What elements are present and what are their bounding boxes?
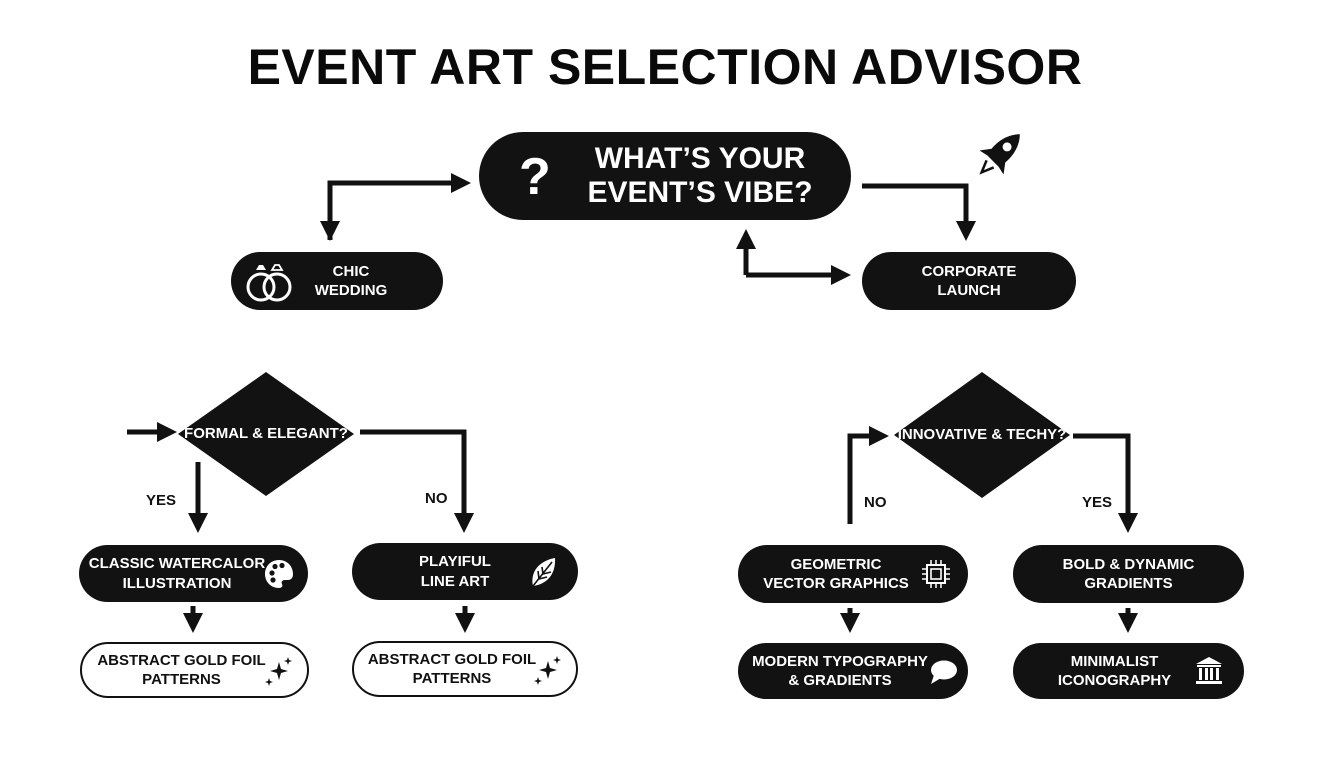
corporate-line1: CORPORATE [921,262,1017,280]
foil-right-line1: ABSTRACT GOLD FOIL [367,650,537,668]
gradients-line2: GRADIENTS [1084,575,1173,592]
lineart-line1: PLAYIFUL [419,553,491,570]
techy-line2: & TECHY? [991,425,1067,443]
foil-right-line2: PATTERNS [412,670,492,687]
techy-line1: INNOVATIVE [897,425,988,443]
result-classic-watercolor[interactable]: CLASSIC WATERCALOR ILLUSTRATION [79,545,308,602]
sparkles-icon [534,655,562,685]
wedding-rings-icon [241,258,295,304]
geometric-line1: GEOMETRIC [790,555,882,573]
result-gold-foil-right[interactable]: ABSTRACT GOLD FOIL PATTERNS [352,641,578,697]
foil-left-line1: ABSTRACT GOLD FOIL [97,651,266,669]
result-minimalist-iconography[interactable]: MINIMALIST ICONOGRAPHY [1013,643,1244,699]
speech-bubble-icon [928,659,958,685]
result-geometric-vector[interactable]: GEOMETRIC VECTOR GRAPHICS [738,545,968,603]
wedding-line1: CHIC [332,262,370,280]
arrow-to-corporate [862,183,976,241]
iconography-line1: MINIMALIST [1070,652,1159,670]
formal-line1: FORMAL & [184,424,263,442]
sparkles-icon [265,656,293,686]
result-bold-dynamic-gradients[interactable]: BOLD & DYNAMIC GRADIENTS [1013,545,1244,603]
building-icon [1194,656,1224,686]
techy-yes-label: YES [1082,494,1113,511]
rocket-icon [979,134,1020,175]
category-chic-wedding[interactable]: CHIC WEDDING [231,252,443,310]
formal-yes-label: YES [146,492,177,509]
corporate-line2: LAUNCH [937,282,1001,299]
lineart-line2: LINE ART [420,572,490,590]
watercolor-line1: CLASSIC WATERCALOR [88,555,266,572]
result-playful-line-art[interactable]: PLAYIFUL LINE ART [352,543,578,600]
techy-no-label: NO [864,494,887,511]
root-question-line2: EVENT’S VIBE? [587,176,813,209]
category-corporate-launch[interactable]: CORPORATE LAUNCH [862,252,1076,310]
typography-line2: & GRADIENTS [788,672,892,689]
formal-no-label: NO [425,490,448,507]
wedding-line2: WEDDING [314,282,388,299]
foil-left-line2: PATTERNS [142,671,221,688]
geometric-line2: VECTOR GRAPHICS [763,575,909,592]
formal-line2: ELEGANT? [267,424,348,442]
palette-icon [262,557,296,591]
page-title: EVENT ART SELECTION ADVISOR [247,39,1083,95]
gradients-line1: BOLD & DYNAMIC [1062,555,1195,573]
arrow-techy-yes [1073,433,1138,533]
arrow-techy-no [847,426,889,524]
arrow-to-root-from-wedding [327,173,471,240]
leaf-icon [528,555,558,589]
typography-line1: MODERN TYPOGRAPHY [752,652,928,670]
result-modern-typography[interactable]: MODERN TYPOGRAPHY & GRADIENTS [738,643,968,699]
watercolor-line2: ILLUSTRATION [122,574,232,592]
question-mark-icon: ? [519,148,551,206]
root-question-line1: WHAT’S YOUR [594,141,806,175]
arrow-formal-no [360,429,474,533]
chip-icon [920,558,952,590]
result-gold-foil-left[interactable]: ABSTRACT GOLD FOIL PATTERNS [80,642,309,698]
iconography-line2: ICONOGRAPHY [1057,672,1172,689]
root-question-node[interactable]: ? WHAT’S YOUR EVENT’S VIBE? [479,132,851,220]
